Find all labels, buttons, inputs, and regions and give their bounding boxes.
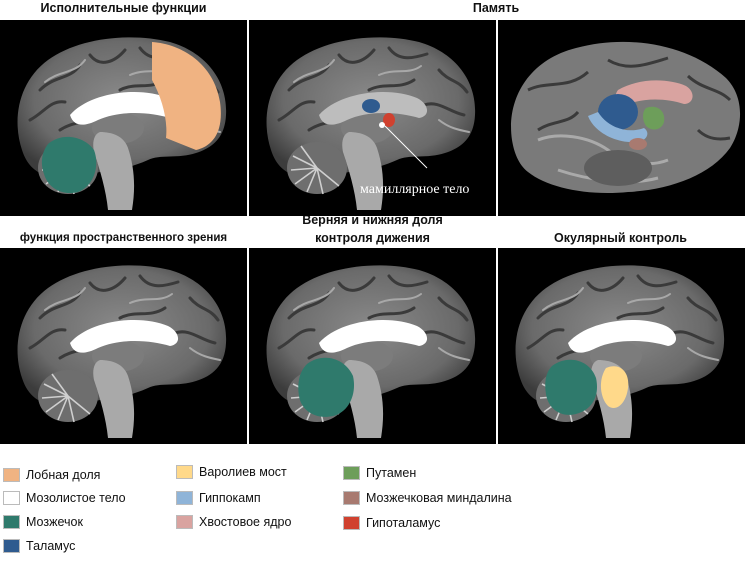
panel-executive (0, 20, 247, 216)
brain-image-executive (16, 35, 228, 212)
legend-swatch (176, 491, 193, 505)
pons-region (600, 366, 629, 408)
legend-swatch (176, 515, 193, 529)
brain-image-memory (265, 35, 477, 212)
legend-swatch (3, 539, 20, 553)
brain-image-memory-detail (511, 41, 741, 194)
legend-label: Мозжечок (26, 515, 83, 529)
amygdala-region (629, 138, 647, 150)
mammillary-body (379, 122, 385, 128)
legend-swatch (343, 466, 360, 480)
legend-swatch (343, 516, 360, 530)
brain-image-spatial (16, 263, 228, 440)
mammillary-body-label: мамиллярное тело (360, 182, 470, 197)
legend-item-frontal: Лобная доля (3, 467, 100, 483)
title-motor-line2: контроля дижения (315, 231, 430, 245)
cerebellum-region-detail (584, 150, 652, 186)
panel-memory-detail (498, 20, 745, 216)
panel-ocular (498, 248, 745, 444)
legend-label: Лобная доля (26, 468, 101, 482)
brain-image-motor (265, 263, 477, 440)
legend-label: Варолиев мост (199, 465, 287, 479)
panel-spatial (0, 248, 247, 444)
legend-item-putamen: Путамен (343, 465, 416, 481)
legend-swatch (176, 465, 193, 479)
title-ocular: Окулярный контроль (553, 231, 687, 245)
frontal-lobe-region (152, 42, 221, 150)
legend-label: Хвостовое ядро (199, 515, 292, 529)
cerebellum-region (41, 136, 97, 194)
legend-item-amygdala: Мозжечковая миндалина (343, 490, 512, 506)
legend-label: Таламус (26, 539, 76, 553)
thalamus-region-detail (598, 94, 638, 130)
legend-label: Гипоталамус (366, 516, 441, 530)
legend-item-thalamus: Таламус (3, 538, 75, 554)
putamen-region (643, 106, 665, 130)
legend-item-cerebellum: Мозжечок (3, 514, 83, 530)
hippocampus-region (588, 112, 648, 143)
thalamus-region (362, 99, 380, 113)
brain-image-ocular (514, 263, 726, 440)
legend-item-hypothalamus: Гипоталамус (343, 515, 440, 531)
legend-label: Мозолистое тело (26, 491, 126, 505)
cerebellum-region-motor (298, 357, 355, 417)
hypothalamus-region (383, 113, 395, 127)
cerebellum-region-ocular (545, 359, 598, 415)
legend-swatch (3, 468, 20, 482)
title-motor-line1: Верняя и нижняя доля (302, 213, 443, 227)
annotation-pointer (384, 125, 428, 169)
title-memory: Память (472, 1, 520, 15)
legend-item-hippocampus: Гиппокамп (176, 490, 261, 506)
legend-swatch (3, 515, 20, 529)
legend-label: Мозжечковая миндалина (366, 491, 512, 505)
legend-label: Гиппокамп (199, 491, 261, 505)
caudate-region (615, 80, 693, 105)
panel-memory (249, 20, 496, 216)
legend-item-corpus: Мозолистое тело (3, 490, 126, 506)
legend-label: Путамен (366, 466, 417, 480)
legend-swatch (3, 491, 20, 505)
legend-item-caudate: Хвостовое ядро (176, 514, 291, 530)
title-spatial: функция пространственного зрения (19, 232, 228, 244)
legend-item-pons: Варолиев мост (176, 464, 287, 480)
panel-motor (249, 248, 496, 444)
legend-swatch (343, 491, 360, 505)
title-executive: Исполнительные функции (40, 1, 207, 15)
